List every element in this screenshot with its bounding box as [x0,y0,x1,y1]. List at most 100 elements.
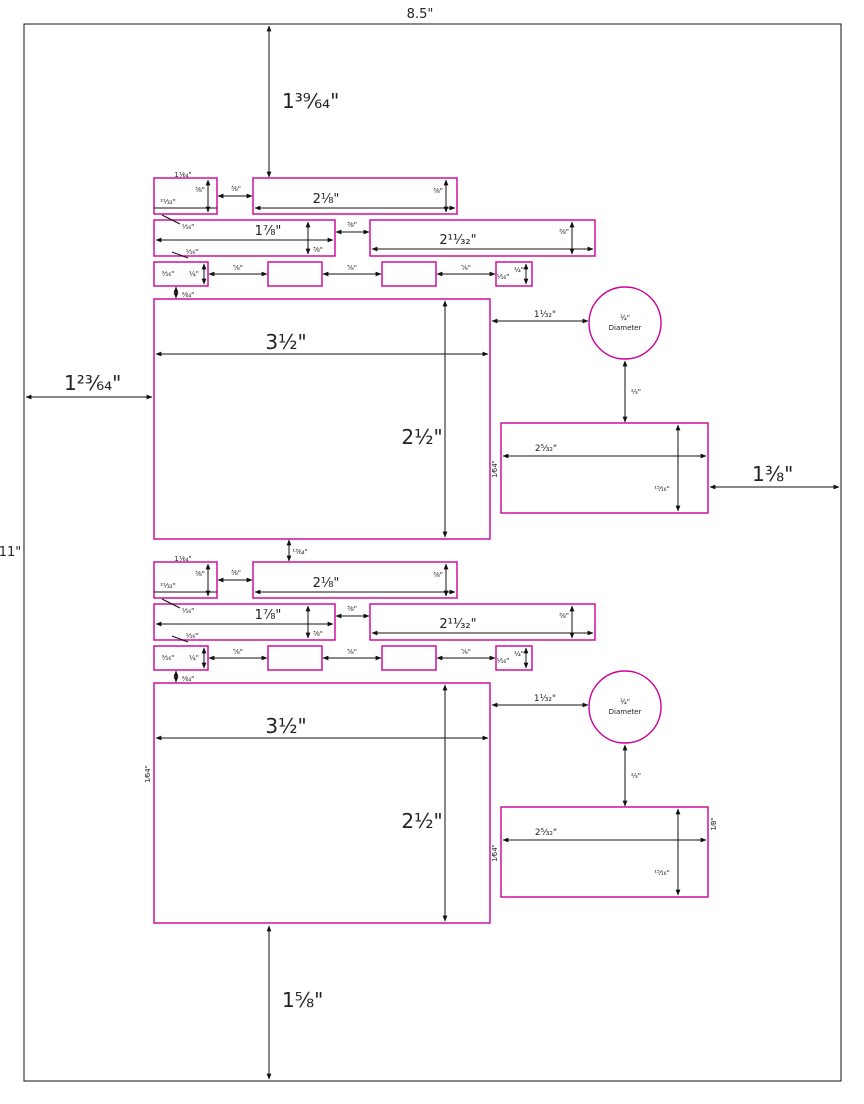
dim-medium-gap: ³⁄₈" [347,221,357,229]
dim-row3-d: ¼" [514,266,524,274]
dim-row3-gap1: ⅝" [233,648,243,656]
dim-medium-height: ³⁄₈" [313,246,323,254]
block-extras: ¹³⁄₆₄" 1⁄64" 1⁄8" [144,539,718,831]
dim-long-width: 2¹¹⁄₃₂" [439,233,476,248]
dim-medium-small: ¹⁄₁₆" [182,607,195,615]
dim-rect-width: 2⁵⁄₃₂" [535,828,557,838]
dim-small-height: ³⁄₈" [195,186,205,194]
dim-small-width: 1¹⁄₆₄" [174,171,191,179]
label-medium [153,219,336,257]
label-tiny-right [495,261,533,287]
dim-long-width: 2¹¹⁄₃₂" [439,617,476,632]
dim-rect-width: 2⁵⁄₃₂" [535,444,557,454]
label-tiny-1 [267,261,323,287]
label-long [369,219,596,257]
dim-row3-b: ¼" [189,654,199,662]
dim-row3-a: ⁹⁄₁₆" [162,270,175,278]
dim-large-height: 2½" [401,425,442,449]
dim-wide-height: ³⁄₈" [433,187,443,195]
row3-leader [171,251,189,259]
medium-small-leader [161,214,181,225]
right-margin-label: 1⅜" [752,462,793,486]
label-rectangle [500,806,709,898]
dim-gap-to-big: ⁹⁄₆₄" [182,675,195,683]
label-circle [588,670,662,744]
dim-gap-to-big: ⁹⁄₆₄" [182,291,195,299]
page-width-label: 8.5" [407,7,434,22]
label-small [153,561,218,599]
dim-medium-small: ¹⁄₁₆" [182,223,195,231]
dim-row3-f: ¹⁄₁₆" [186,248,199,256]
label-large [153,682,491,924]
medium-small-leader [161,598,181,609]
dim-wide-width: 2⅛" [313,192,340,207]
label-tiny-right [495,645,533,671]
dim-circle-word: Diameter [609,708,642,716]
label-large [153,298,491,540]
dim-long-height: ³⁄₈" [559,228,569,236]
label-long [369,603,596,641]
dim-row3-gap2: ⅝" [347,648,357,656]
dim-medium-width: 1⅞" [255,224,282,239]
dim-circle-gap: ⅔" [631,772,641,780]
dim-circle-size: ¾" [620,314,630,322]
left-margin-label: 1²³⁄₆₄" [64,371,121,395]
label-rectangle [500,422,709,514]
label-tiny-2 [381,645,437,671]
label-block-bottom: ³⁄₈" 1¹⁄₆₄" ²¹⁄₃₂" ³⁄₈" 2⅛" ³⁄₈" 1⅞" ³⁄₈" ¹⁄₁₆" ³… [153,555,709,924]
dim-rect-side: 1⁄64" [491,460,499,478]
page-border [23,23,842,1082]
label-tiny-2 [381,261,437,287]
dim-row3-d: ¼" [514,650,524,658]
dim-small-a: ²¹⁄₃₂" [160,582,176,590]
dim-row3-f: ¹⁄₁₆" [186,632,199,640]
dim-large-height: 2½" [401,809,442,833]
dim-circle-size: ¾" [620,698,630,706]
dim-medium-gap: ³⁄₈" [347,605,357,613]
dim-row3-gap3: ⅝" [461,648,471,656]
label-tiny-left [153,261,209,287]
dim-circle-gap: ⅔" [631,388,641,396]
dim-small-width: 1¹⁄₆₄" [174,555,191,563]
row3-leader [171,635,189,643]
top-margin-label: 1³⁹⁄₆₄" [282,89,339,113]
dim-row3-gap1: ⅝" [233,264,243,272]
label-wide [252,561,458,599]
dim-rect-right: 1⁄8" [710,817,718,830]
label-wide [252,177,458,215]
dim-gap-a: ³⁄₈" [231,185,241,193]
dim-gap-a: ³⁄₈" [231,569,241,577]
label-circle [588,286,662,360]
label-medium [153,603,336,641]
dim-medium-height: ³⁄₈" [313,630,323,638]
dim-small-a: ²¹⁄₃₂" [160,198,176,206]
dim-wide-height: ³⁄₈" [433,571,443,579]
dim-row3-e: ¹⁄₁₆" [497,273,510,281]
dim-large-width: 3½" [265,330,306,354]
dim-rect-height: ¹⁵⁄₁₆" [654,485,670,493]
dim-row3-gap2: ⅝" [347,264,357,272]
dim-small-height: ³⁄₈" [195,570,205,578]
dim-rect-height: ¹⁵⁄₁₆" [654,869,670,877]
dim-to-circle: 1¹⁄₃₂" [534,310,556,320]
dim-wide-width: 2⅛" [313,576,340,591]
dim-large-side: 1⁄64" [144,765,152,783]
dim-block-gap: ¹³⁄₆₄" [292,548,308,556]
bottom-margin-label: 1⅝" [282,988,323,1012]
dim-rect-side: 1⁄64" [491,844,499,862]
label-tiny-left [153,645,209,671]
page-height-label: 11" [0,545,21,560]
label-tiny-1 [267,645,323,671]
dim-row3-e: ¹⁄₁₆" [497,657,510,665]
dim-row3-a: ⁹⁄₁₆" [162,654,175,662]
dim-large-width: 3½" [265,714,306,738]
dim-row3-b: ¼" [189,270,199,278]
dim-long-height: ³⁄₈" [559,612,569,620]
label-small [153,177,218,215]
dim-row3-gap3: ⅝" [461,264,471,272]
dim-to-circle: 1¹⁄₃₂" [534,694,556,704]
label-block-top: ³⁄₈" 1¹⁄₆₄" ²¹⁄₃₂" ³⁄₈" 2⅛" ³⁄₈" 1⅞" ³⁄₈" ¹⁄₁₆" ³… [153,171,709,540]
dim-circle-word: Diameter [609,324,642,332]
dim-medium-width: 1⅞" [255,608,282,623]
